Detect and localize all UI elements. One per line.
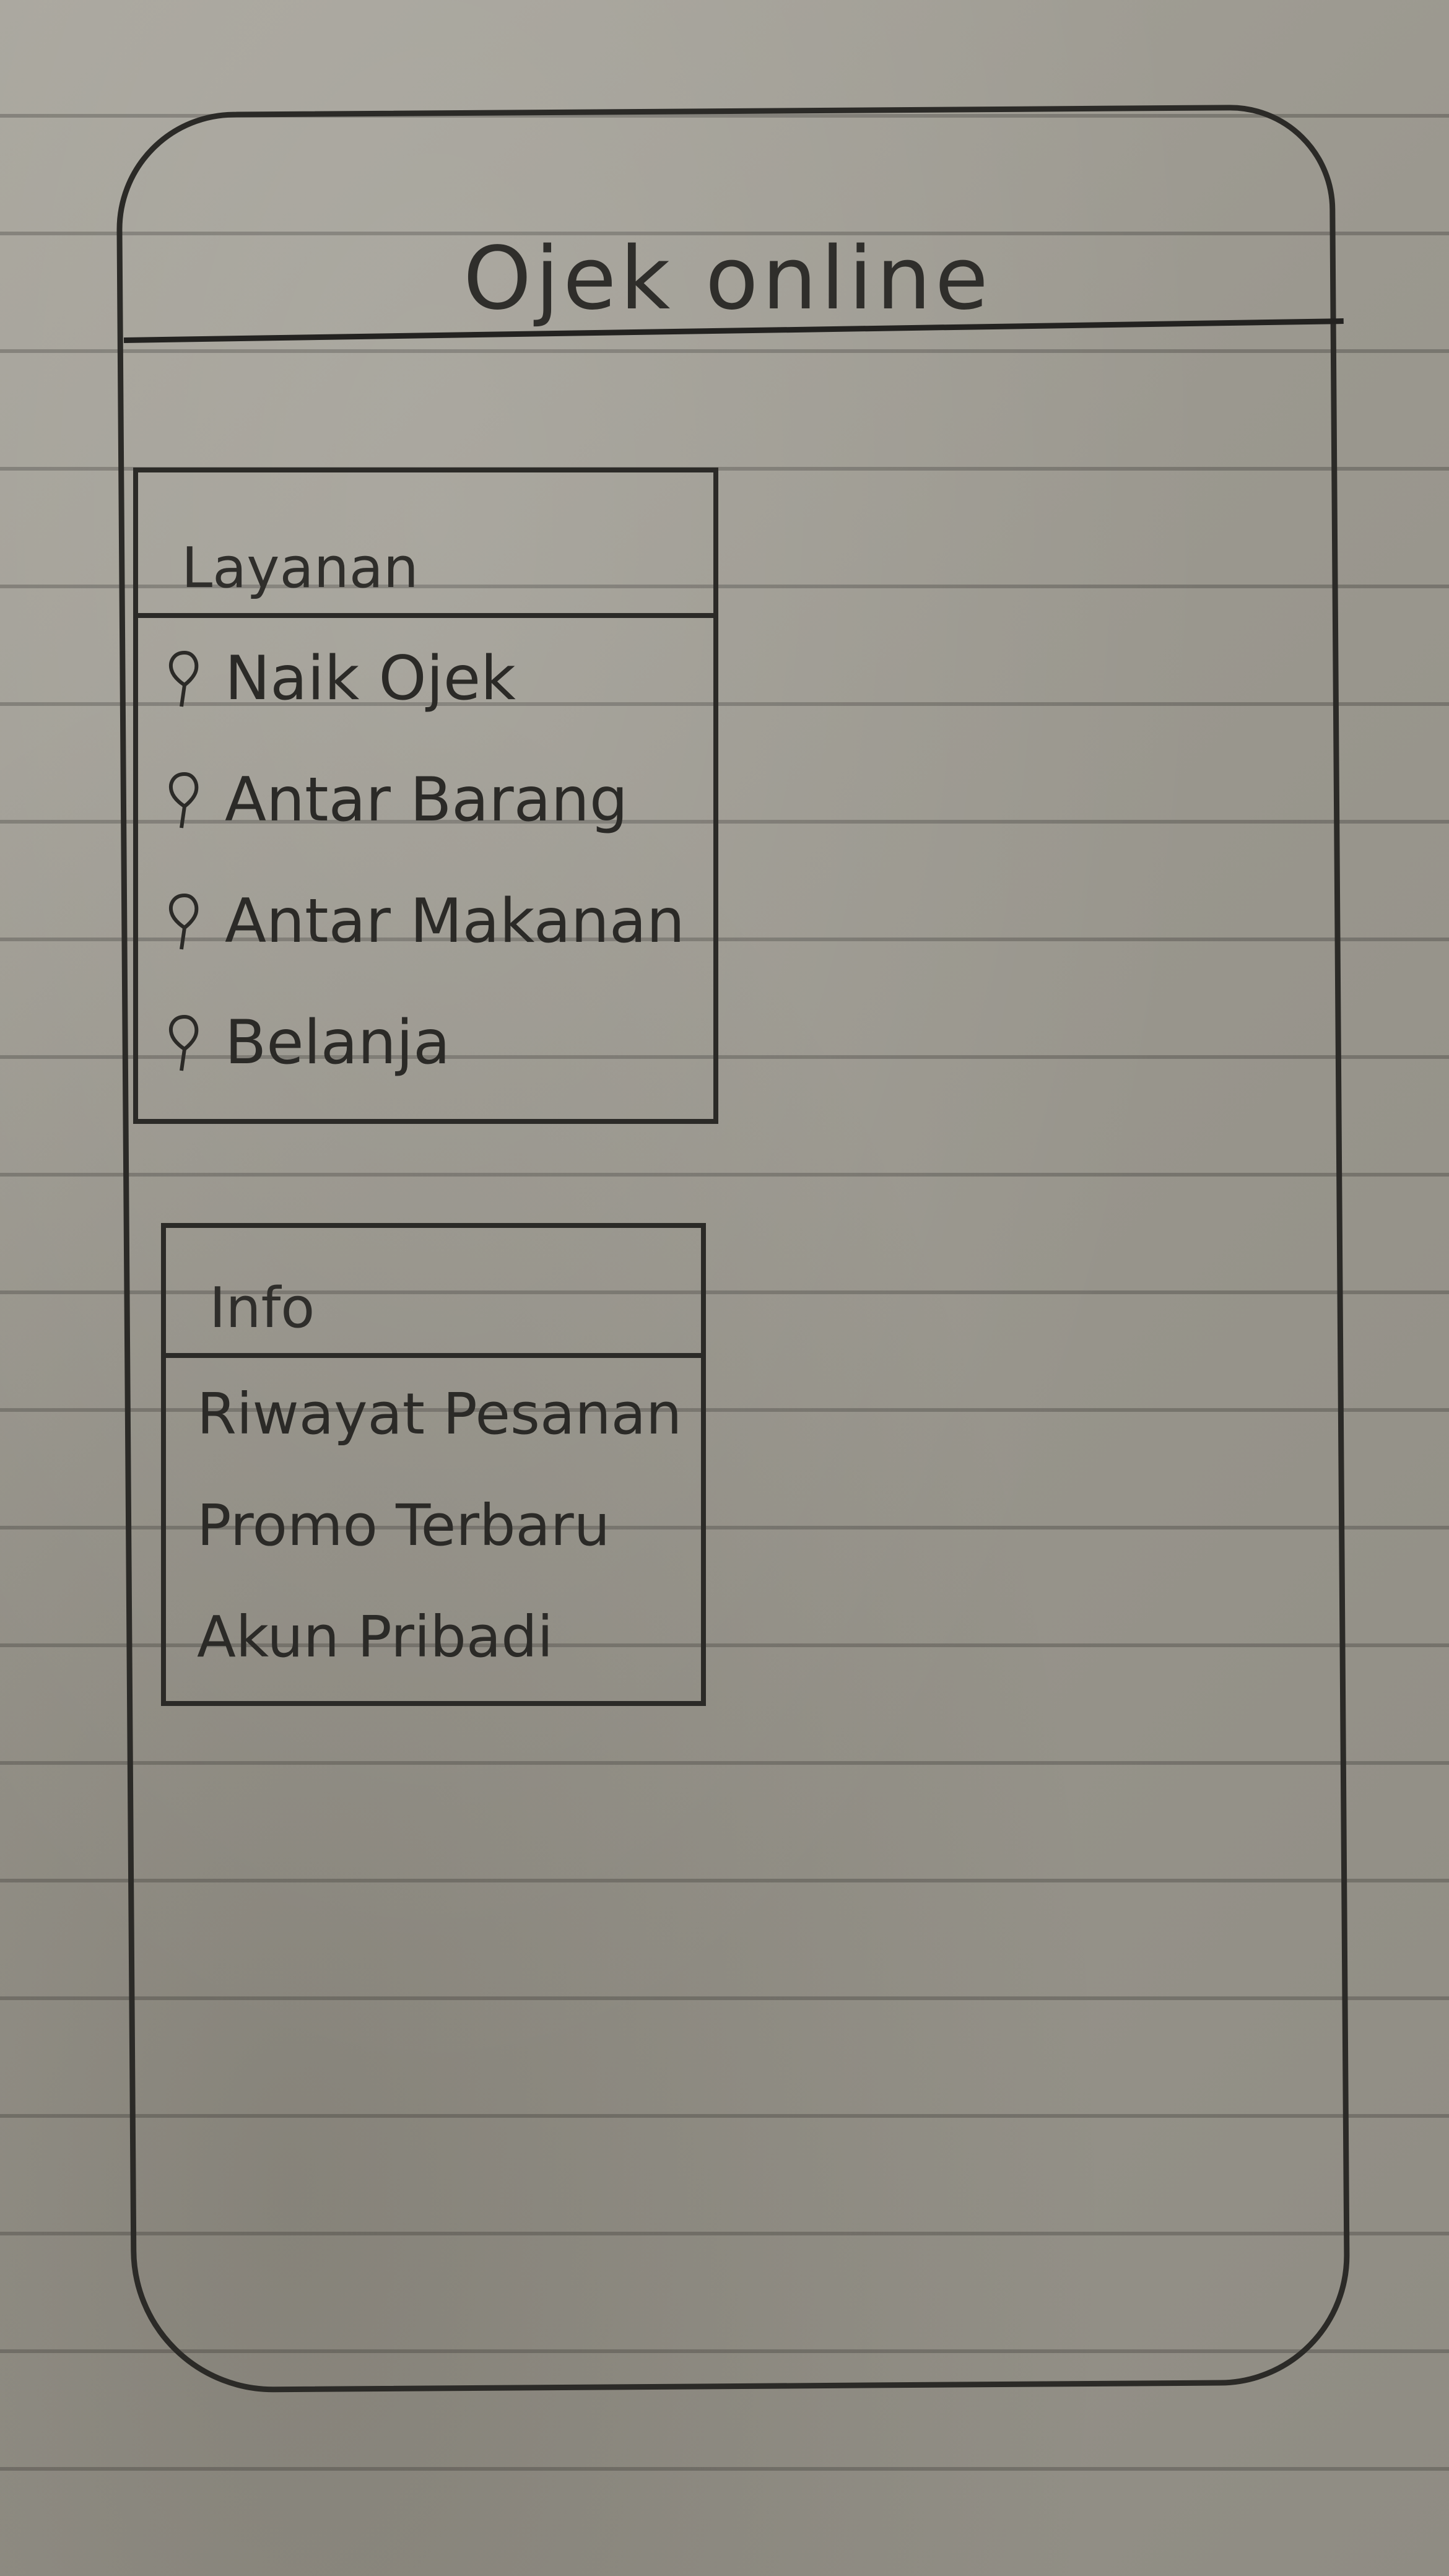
app-title: Ojek online [463,228,992,329]
pin-icon [157,766,212,834]
menu-item-label: Akun Pribadi [197,1603,554,1670]
pin-icon [157,645,212,713]
menu-item-label: Antar Barang [225,765,629,835]
menu-item-label: Naik Ojek [225,643,516,714]
menu-item-belanja[interactable]: Belanja [138,982,713,1103]
menu-item-label: Riwayat Pesanan [197,1380,682,1447]
layanan-header: Layanan [138,472,713,618]
menu-item-akun-pribadi[interactable]: Akun Pribadi [166,1581,701,1692]
info-panel: Info Riwayat Pesanan Promo Terbaru Akun … [161,1223,706,1706]
menu-item-antar-barang[interactable]: Antar Barang [138,739,713,861]
menu-item-naik-ojek[interactable]: Naik Ojek [138,618,713,739]
pin-icon [157,1009,212,1077]
menu-item-promo-terbaru[interactable]: Promo Terbaru [166,1469,701,1581]
menu-item-antar-makanan[interactable]: Antar Makanan [138,861,713,982]
pin-icon [157,887,212,955]
menu-item-label: Promo Terbaru [197,1492,610,1559]
info-header: Info [166,1228,701,1358]
layanan-panel: Layanan Naik Ojek Antar Barang Antar Mak… [133,468,718,1124]
menu-item-label: Belanja [225,1007,451,1078]
menu-item-riwayat-pesanan[interactable]: Riwayat Pesanan [166,1358,701,1469]
menu-item-label: Antar Makanan [225,886,685,957]
